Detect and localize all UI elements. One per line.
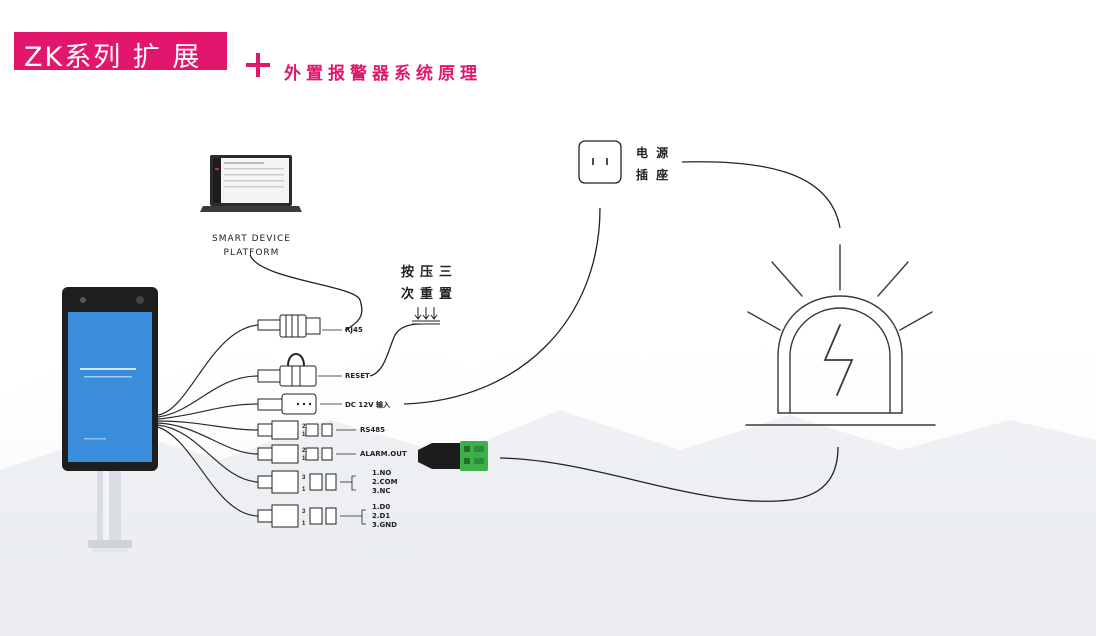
wiegand-pin-1: 1.D0 <box>372 503 397 512</box>
power-socket-label: 电 源 插 座 <box>636 142 670 186</box>
relay-connector <box>258 471 356 493</box>
wiegand-pin-3: 3.GND <box>372 521 397 530</box>
dc-connector <box>258 394 316 414</box>
press-arrows-icon <box>412 307 440 324</box>
reset-hint-line1: 按压三 <box>401 262 458 284</box>
rj45-connector <box>258 315 320 337</box>
port-label-relay: 1.NO 2.COM 3.NC <box>372 469 398 496</box>
connection-wires <box>250 162 840 502</box>
svg-text:3: 3 <box>302 509 306 515</box>
reset-connector <box>258 354 316 386</box>
power-socket-line1: 电 源 <box>636 142 670 164</box>
alarm-light-icon <box>746 245 935 425</box>
port-label-alarm-out: ALARM.OUT <box>360 450 407 458</box>
svg-text:2: 2 <box>302 424 306 430</box>
pin-numbers: 2 1 2 1 3 1 3 1 <box>302 424 306 527</box>
power-socket-line2: 插 座 <box>636 164 670 186</box>
wiegand-pin-2: 2.D1 <box>372 512 397 521</box>
port-label-wiegand: 1.D0 2.D1 3.GND <box>372 503 397 530</box>
port-label-dc: DC 12V 输入 <box>345 400 390 410</box>
laptop-icon <box>200 155 302 212</box>
device-cables <box>158 325 258 516</box>
relay-pin-1: 1.NO <box>372 469 398 478</box>
port-label-rj45: RJ45 <box>345 326 363 334</box>
reset-hint-line2: 次重置 <box>401 284 458 306</box>
port-label-rs485: RS485 <box>360 426 385 434</box>
relay-pin-2: 2.COM <box>372 478 398 487</box>
svg-text:1: 1 <box>302 432 306 438</box>
svg-text:3: 3 <box>302 475 306 481</box>
platform-label-line2: PLATFORM <box>212 246 291 260</box>
svg-text:1: 1 <box>302 487 306 493</box>
svg-text:1: 1 <box>302 456 306 462</box>
relay-pin-3: 3.NC <box>372 487 398 496</box>
alarm-out-connector <box>258 445 332 463</box>
reset-hint-label: 按压三 次重置 <box>401 262 458 306</box>
green-terminal-block-icon <box>418 441 488 471</box>
wiegand-connector <box>258 505 366 527</box>
power-socket-icon <box>579 141 621 183</box>
platform-label-line1: SMART DEVICE <box>212 232 291 246</box>
svg-text:1: 1 <box>302 521 306 527</box>
rs485-connector <box>258 421 332 439</box>
platform-label: SMART DEVICE PLATFORM <box>212 232 291 260</box>
device-terminal-icon <box>62 287 158 552</box>
port-label-reset: RESET <box>345 372 370 380</box>
svg-text:2: 2 <box>302 448 306 454</box>
